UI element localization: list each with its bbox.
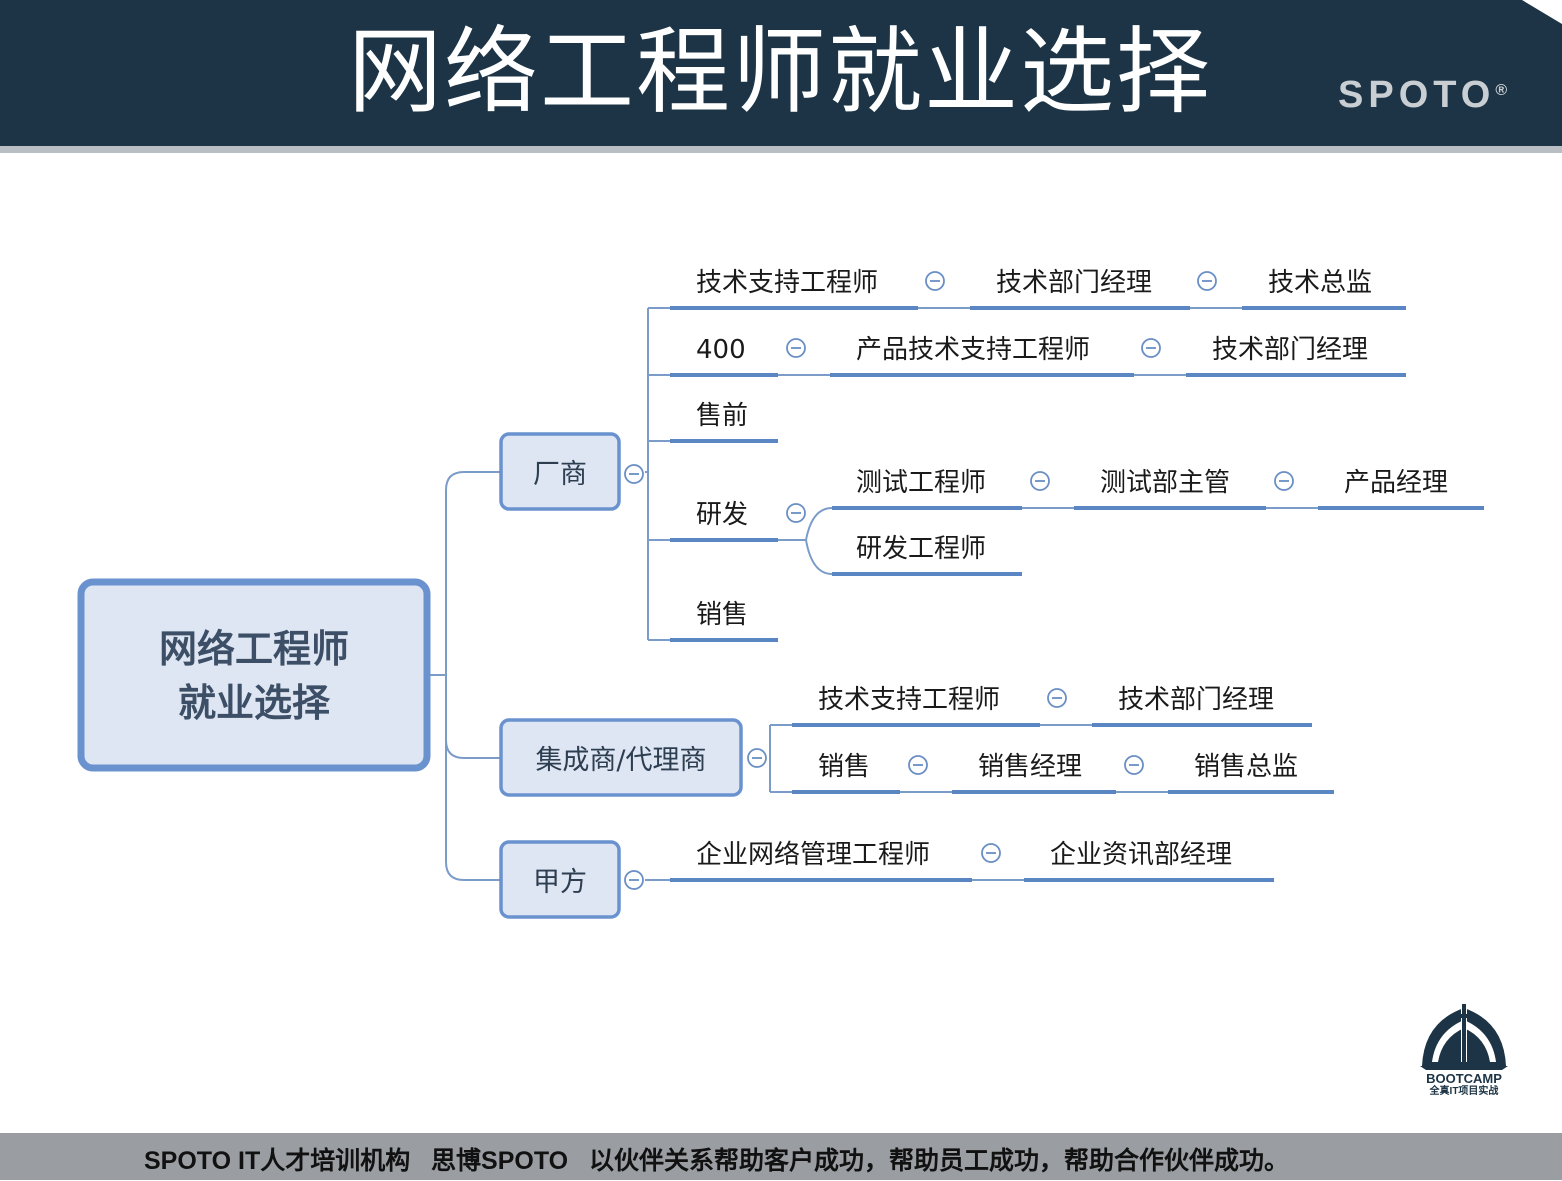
- branch-vendor-label: 厂商: [533, 459, 587, 490]
- brand-name: SPOTO: [1338, 74, 1496, 116]
- branch-client-box[interactable]: [499, 840, 621, 919]
- collapse-icon[interactable]: [981, 843, 1001, 863]
- logo-caption: BOOTCAMP 全真IT项目实战: [1404, 1072, 1524, 1098]
- node-label: 测试部主管: [1100, 468, 1230, 498]
- registered-mark: ®: [1495, 82, 1508, 99]
- collapse-icon[interactable]: [1197, 271, 1217, 291]
- root-node-box: [77, 578, 431, 772]
- page-title: 网络工程师就业选择: [347, 18, 1212, 127]
- branch-vendor-box[interactable]: [499, 432, 621, 511]
- node-label: 产品技术支持工程师: [856, 335, 1090, 365]
- root-node-line-1: 网络工程师: [159, 627, 349, 671]
- collapse-icon[interactable]: [624, 464, 644, 484]
- connector-rd-upper: [776, 507, 833, 541]
- collapse-icon[interactable]: [1030, 471, 1050, 491]
- header-divider: [0, 146, 1562, 153]
- collapse-icon[interactable]: [1047, 688, 1067, 708]
- collapse-icon[interactable]: [786, 338, 806, 358]
- brand-logo: SPOTO®: [1338, 72, 1507, 118]
- footer-slogan: SPOTO IT人才培训机构 思博SPOTO 以伙伴关系帮助客户成功，帮助员工成…: [144, 1147, 1289, 1175]
- node-label: 销售总监: [1194, 752, 1298, 782]
- logo-tagline: 全真IT项目实战: [1429, 1086, 1499, 1097]
- node-label: 测试工程师: [856, 468, 986, 498]
- bootcamp-crest-icon: [1420, 1004, 1508, 1070]
- branch-integrator-box[interactable]: [499, 718, 743, 797]
- branch-integrator-label: 集成商/代理商: [535, 745, 706, 776]
- node-label: 销售: [696, 600, 748, 630]
- footer-bar: [0, 1133, 1562, 1180]
- node-label: 产品经理: [1344, 468, 1448, 498]
- collapse-icon[interactable]: [624, 870, 644, 890]
- node-label: 400: [696, 335, 746, 365]
- collapse-icon[interactable]: [1124, 755, 1144, 775]
- node-label: 技术部门经理: [1118, 685, 1274, 715]
- logo-name: BOOTCAMP: [1426, 1071, 1502, 1086]
- node-label: 研发工程师: [856, 534, 986, 564]
- node-label: 销售: [818, 752, 870, 782]
- node-label: 企业资讯部经理: [1050, 840, 1232, 870]
- node-label: 技术总监: [1268, 268, 1372, 298]
- connector-root-integrator: [445, 675, 502, 759]
- node-label: 研发: [696, 500, 748, 530]
- collapse-icon[interactable]: [1274, 471, 1294, 491]
- connector-root-client: [445, 740, 502, 881]
- collapse-icon[interactable]: [908, 755, 928, 775]
- branch-client-label: 甲方: [533, 867, 587, 898]
- header-bar: [0, 0, 1562, 146]
- node-label: 企业网络管理工程师: [696, 840, 930, 870]
- node-label: 技术部门经理: [1212, 335, 1368, 365]
- collapse-icon[interactable]: [925, 271, 945, 291]
- root-node-line-2: 就业选择: [178, 681, 331, 725]
- connector-rd-lower: [805, 539, 833, 575]
- collapse-icon[interactable]: [786, 503, 806, 523]
- page-curl-corner: [1522, 0, 1562, 24]
- node-label: 技术支持工程师: [818, 685, 1000, 715]
- connector-root-vendor: [445, 471, 502, 675]
- collapse-icon[interactable]: [747, 748, 767, 768]
- node-label: 售前: [696, 401, 748, 431]
- node-label: 技术支持工程师: [696, 268, 878, 298]
- collapse-icon[interactable]: [1141, 338, 1161, 358]
- node-label: 技术部门经理: [996, 268, 1152, 298]
- node-label: 销售经理: [978, 752, 1082, 782]
